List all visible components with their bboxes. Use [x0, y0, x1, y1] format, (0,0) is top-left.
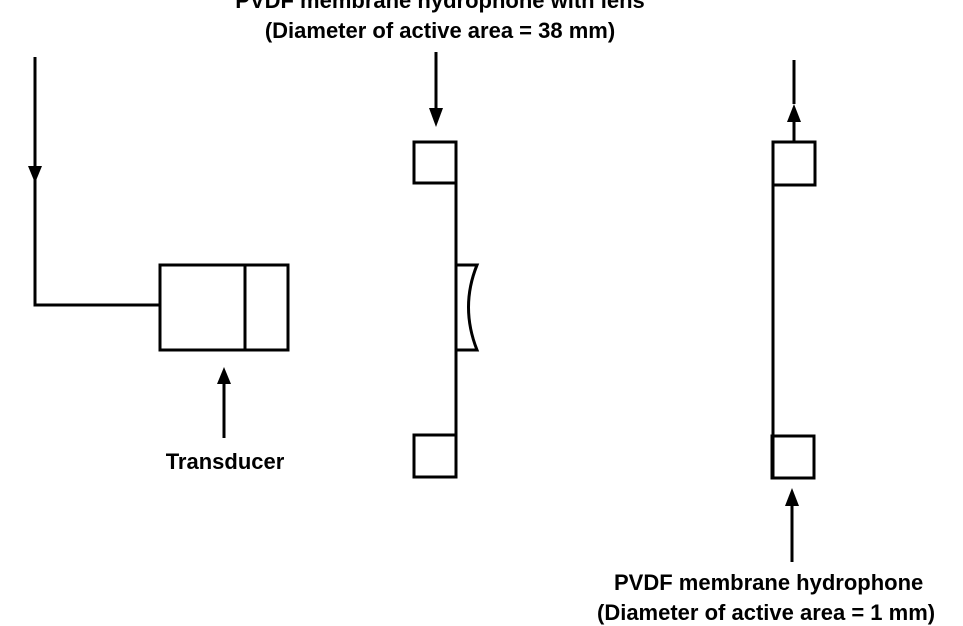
- transducer-label-arrow-head: [217, 367, 231, 384]
- membrane-hydrophone-label-diameter: (Diameter of active area = 1 mm): [597, 600, 936, 625]
- lens-hydrophone-arrow-head: [429, 108, 443, 127]
- cable-arrow-head: [28, 166, 42, 183]
- lens-hydrophone-bottom-mount: [412, 433, 458, 479]
- membrane-hydrophone-label-arrow-head: [785, 488, 799, 506]
- transducer-label: Transducer: [165, 449, 285, 474]
- membrane-hydrophone-bottom-mount: [770, 434, 816, 480]
- lens-hydrophone-top-mount: [412, 140, 458, 185]
- membrane-hydrophone-label-title: PVDF membrane hydrophone: [614, 570, 924, 595]
- transducer-cable: [33, 57, 160, 307]
- acoustic-lens: [456, 263, 480, 352]
- membrane-lift-arrow-head: [787, 104, 801, 122]
- transducer-body: [158, 263, 290, 352]
- membrane-hydrophone-top-mount: [771, 140, 817, 187]
- lens-hydrophone-label-diameter: (Diameter of active area = 38 mm): [264, 18, 616, 43]
- lens-hydrophone-label-title: PVDF membrane hydrophone with lens: [235, 0, 645, 13]
